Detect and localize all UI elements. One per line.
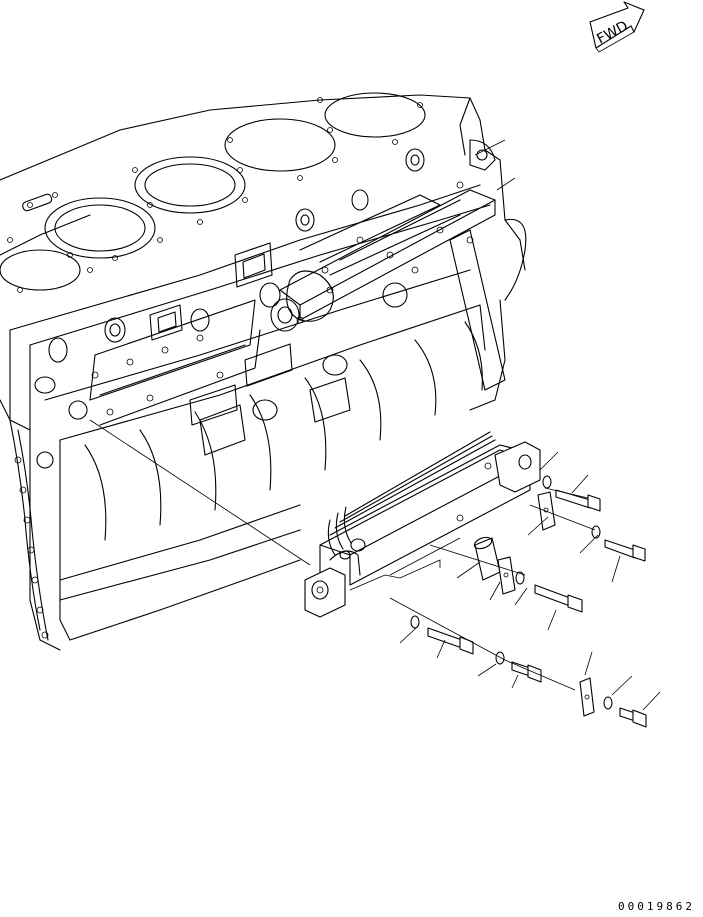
washer: [591, 525, 601, 539]
mounting-hardware: [389, 475, 647, 728]
front-face-bolt-holes: [14, 456, 49, 639]
assembly-guide-line: [89, 419, 311, 566]
head-bolt-holes: [7, 97, 423, 293]
washer: [495, 651, 505, 665]
drawing-number: 00019862: [618, 900, 695, 913]
callout-leaders: [399, 139, 661, 711]
bolt: [604, 539, 646, 562]
washer: [410, 615, 420, 629]
bolt: [555, 489, 601, 512]
bolt: [511, 661, 542, 683]
oil-cooler-assembly: [304, 431, 541, 618]
bolt: [619, 707, 647, 728]
bolt: [534, 584, 583, 613]
cylinder-block: [0, 92, 527, 651]
bolt: [427, 627, 474, 655]
washer: [603, 696, 613, 710]
upper-mounting-bracket: [270, 181, 506, 391]
bracket-plate: [497, 556, 516, 595]
washer: [542, 475, 552, 489]
washer: [515, 571, 525, 585]
bracket-plate: [579, 677, 595, 717]
side-cover-plates: [34, 148, 425, 426]
forward-direction-arrow-icon: FWD: [589, 1, 645, 53]
